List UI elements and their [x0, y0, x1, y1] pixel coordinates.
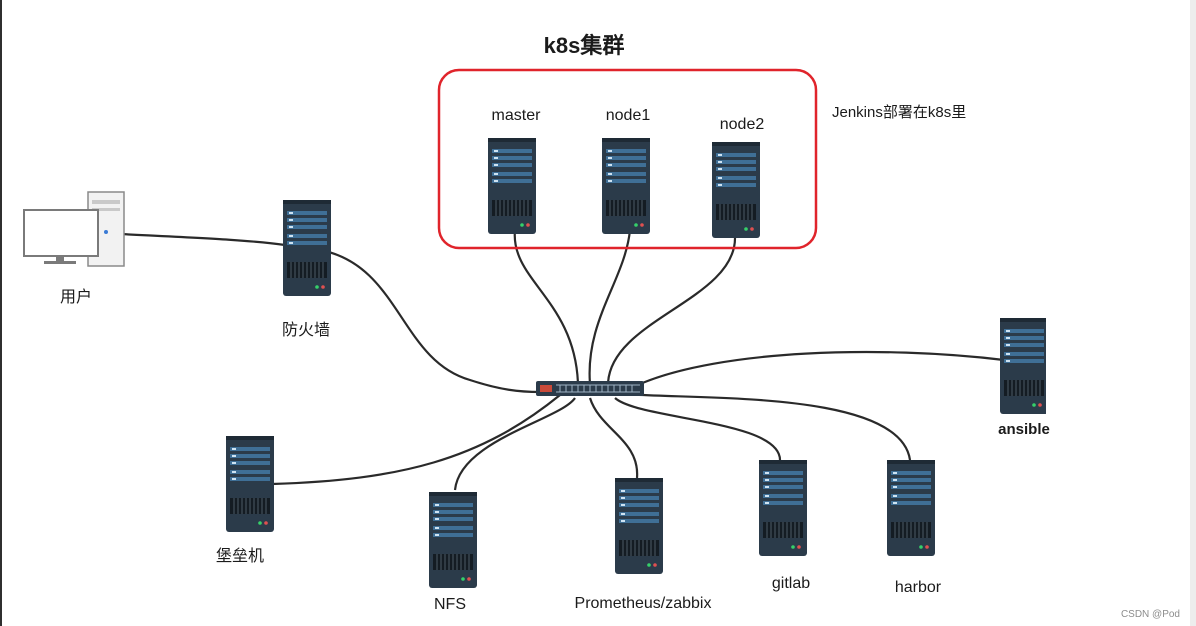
node2-server-icon	[711, 141, 761, 239]
cable-bastion-switch	[271, 394, 561, 486]
user-label: 用户	[60, 288, 92, 306]
nfs-server-icon	[428, 491, 478, 589]
cable-gitlab-switch	[614, 397, 782, 461]
cable-user-firewall	[119, 232, 286, 247]
cluster-node-label-node2: node2	[720, 116, 765, 133]
harbor-label: harbor	[895, 579, 942, 596]
ansible-label: ansible	[998, 421, 1050, 438]
cable-node2-switch	[606, 237, 737, 385]
jenkins-note: Jenkins部署在k8s里	[832, 104, 966, 121]
cable-harbor-switch	[624, 392, 912, 461]
cable-master-switch	[513, 229, 580, 385]
cable-node1-switch	[588, 229, 632, 385]
watermark-text: CSDN @Pod	[1121, 609, 1180, 620]
cluster-node-label-node1: node1	[606, 107, 651, 124]
gitlab-server-icon	[758, 459, 808, 557]
bastion-server-icon	[225, 435, 275, 533]
cluster-title: k8s集群	[544, 33, 625, 58]
bastion-label: 堡垒机	[216, 547, 264, 565]
k8s-cluster-boundary	[437, 68, 818, 250]
firewall-label: 防火墙	[282, 321, 330, 339]
master-server-icon	[487, 137, 537, 235]
cable-prometheus-switch	[588, 397, 639, 479]
cable-ansible-switch	[639, 350, 1005, 386]
node1-server-icon	[601, 137, 651, 235]
right-frame-edge	[1190, 0, 1196, 626]
cable-firewall-switch	[319, 248, 541, 394]
cable-nfs-switch	[453, 397, 576, 491]
cluster-node-label-master: master	[492, 107, 542, 124]
left-frame-edge	[0, 0, 2, 626]
harbor-server-icon	[886, 459, 936, 557]
ansible-server-clip	[1000, 318, 1046, 414]
network-switch-icon	[536, 381, 644, 396]
firewall-server-icon	[282, 199, 332, 297]
ansible-server-icon	[1000, 318, 1046, 414]
network-cables	[119, 229, 1005, 491]
gitlab-label: gitlab	[772, 575, 810, 592]
prometheus-server-icon	[614, 477, 664, 575]
prometheus-label: Prometheus/zabbix	[575, 595, 712, 612]
nfs-label: NFS	[434, 596, 466, 613]
desktop-computer-icon	[23, 191, 125, 267]
